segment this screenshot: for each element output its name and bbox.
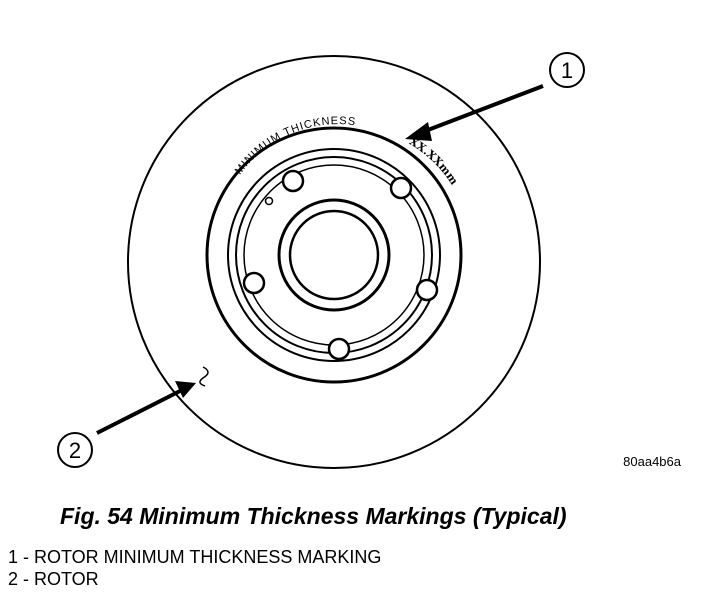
legend-item: 2 - ROTOR [8,569,99,589]
legend-item: 1 - ROTOR MINIMUM THICKNESS MARKING [8,547,382,567]
callout-2-arrow-head [175,381,196,398]
legend-item-label: ROTOR [34,569,99,589]
legend-item-number: 2 [8,569,19,589]
rotor-surface-tick [199,366,209,387]
hat-ring-2 [227,148,441,362]
lug-hole [415,278,439,302]
hat-outer-ring [205,126,463,384]
lug-hole [389,176,413,200]
callout-2-arrow-shaft [96,388,183,435]
rotor-outer-edge [127,55,541,469]
center-bore-outer [277,198,391,312]
rotor-diagram: MINIMUM THICKNESS XX.XXmm 1 2 80aa4b6a [57,52,682,469]
callout-1-arrow-shaft [419,84,544,135]
lug-hole [327,337,351,361]
legend: 1 - ROTOR MINIMUM THICKNESS MARKING 2 - … [8,546,381,590]
legend-item-label: ROTOR MINIMUM THICKNESS MARKING [34,547,382,567]
locator-hole [264,196,274,206]
callout-1-arrow-head [405,122,432,141]
callout-2-bubble [57,432,93,468]
lug-hole [242,271,266,295]
figure-caption: Fig. 54 Minimum Thickness Markings (Typi… [60,503,567,529]
callout-1-number: 1 [561,58,573,83]
lug-hole [281,169,305,193]
callout-1-bubble [549,52,585,88]
center-bore-inner [288,209,380,301]
figure-code: 80aa4b6a [623,454,682,469]
legend-item-number: 1 [8,547,19,567]
callout-2-number: 2 [69,438,81,463]
